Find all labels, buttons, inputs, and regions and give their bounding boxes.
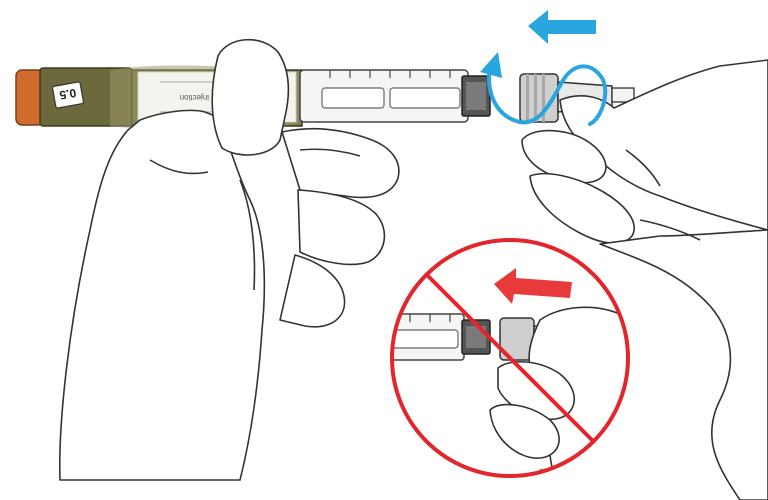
step-screw-on-needle: 0.5 solution for injection — [15, 10, 768, 500]
step-push-on-needle — [390, 238, 630, 478]
pen-cartridge-holder — [299, 69, 491, 123]
dose-label-text: 0.5 — [58, 86, 77, 103]
pen-dose-label: 0.5 — [52, 81, 84, 109]
wrong-push-arrow-icon — [494, 268, 572, 304]
push-arrow-icon — [528, 10, 596, 44]
prohibition-icon — [390, 238, 630, 478]
left-hand — [58, 38, 400, 481]
right-hand — [521, 59, 768, 500]
twist-arrow-icon — [480, 52, 608, 126]
